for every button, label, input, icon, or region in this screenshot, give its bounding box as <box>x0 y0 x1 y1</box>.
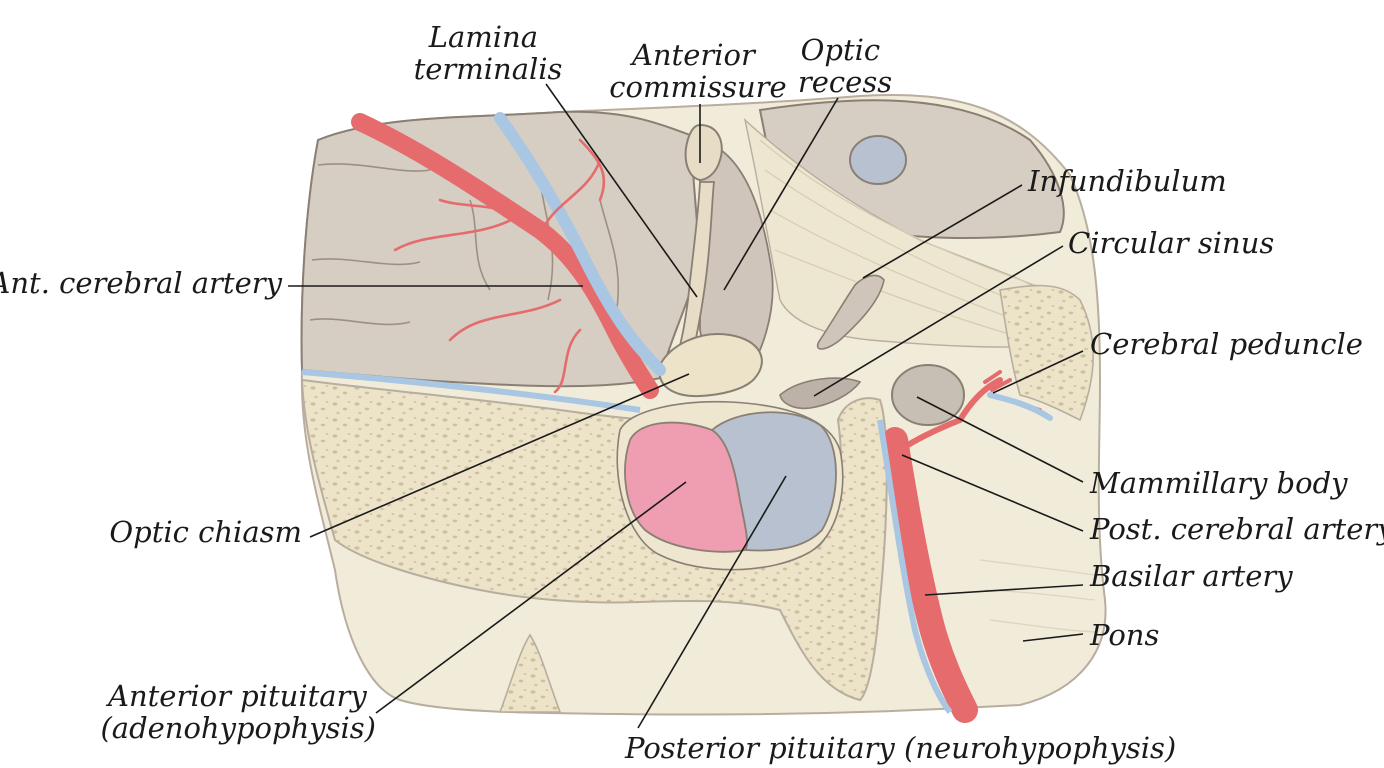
ant-cerebral-artery-vessel <box>351 113 659 399</box>
ant-cerebral-vein-vessel <box>494 112 666 376</box>
label-infundibulum: Infundibulum <box>1027 164 1227 198</box>
bony-spur <box>498 633 562 713</box>
peduncle-vein <box>987 392 1053 421</box>
leader-lines <box>288 83 1084 729</box>
cortex-gyri-lines <box>309 163 620 326</box>
label-mammillary-body: Mammillary body <box>1089 466 1348 500</box>
mammillary-body-shape <box>891 364 965 426</box>
label-posterior-pituitary: Posterior pituitary (neurohypophysis) <box>624 731 1176 765</box>
label-cerebral-peduncle: Cerebral peduncle <box>1090 327 1363 361</box>
infundibulum-shape <box>816 274 885 350</box>
fornix-oval <box>849 135 907 185</box>
label-optic-chiasm: Optic chiasm <box>109 515 302 549</box>
label-post-cerebral-artery: Post. cerebral artery <box>1089 512 1384 546</box>
label-ant-cerebral-artery: Ant. cerebral artery <box>0 266 283 300</box>
label-lamina-terminalis: Lamina terminalis <box>414 20 563 86</box>
basilar-artery-wall <box>877 419 953 714</box>
posterior-pituitary-shape <box>710 411 837 552</box>
dural-lining <box>301 369 641 413</box>
label-circular-sinus: Circular sinus <box>1068 226 1274 260</box>
anterior-commissure-shape <box>684 123 723 182</box>
fiber-tract <box>743 118 1061 348</box>
optic-chiasm-shape <box>658 333 763 398</box>
label-anterior-pituitary: Anterior pituitary (adenohypophysis) <box>100 679 376 745</box>
label-basilar-artery: Basilar artery <box>1089 559 1293 593</box>
fiber-streaks <box>759 139 1051 344</box>
post-cerebral-artery-vessel <box>897 377 1003 453</box>
label-anterior-commissure: Anterior commissure <box>609 38 786 104</box>
artery-branches <box>393 138 606 394</box>
labels: Lamina terminalis Anterior commissure Op… <box>0 20 1384 765</box>
label-optic-recess: Optic recess <box>798 33 892 99</box>
label-pons: Pons <box>1089 618 1159 652</box>
right-bone-strip <box>999 284 1094 422</box>
basilar-artery-vessel <box>882 427 978 723</box>
